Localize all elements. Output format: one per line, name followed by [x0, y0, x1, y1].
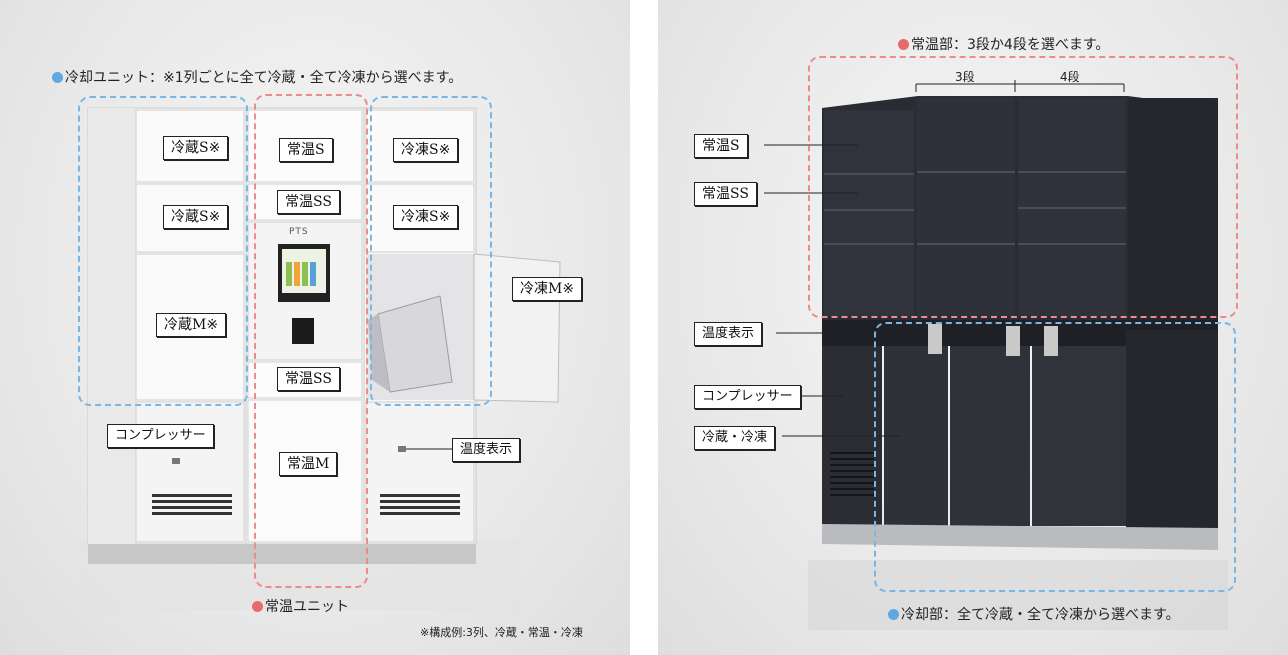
right-product-panel: 常温部：3段か4段を選べます。 3段 4段 常温S 常温SS 温度表示 コンプレ… [658, 0, 1288, 655]
label-ambient-ss: 常温SS [694, 182, 757, 206]
cooling-section-caption: 冷却部：全て冷蔵・全て冷凍から選べます。 [888, 604, 1180, 624]
label-temperature-display: 温度表示 [694, 322, 763, 346]
label-refrigerated-frozen: 冷蔵・冷凍 [694, 426, 776, 450]
ambient-section-caption: 常温部：3段か4段を選べます。 [898, 34, 1109, 54]
cooling-unit-outline-right [370, 96, 492, 406]
configuration-note: ※構成例:3列、冷蔵・常温・冷凍 [420, 626, 583, 639]
upper-ambient-section [822, 96, 1218, 320]
leader-lines [764, 144, 902, 437]
ambient-unit-outline [254, 94, 368, 588]
cooling-section-outline [874, 322, 1236, 592]
label-frozen-m: 冷凍M※ [512, 277, 583, 301]
label-ambient-s: 常温S [694, 134, 748, 158]
label-refrigerated-s-1: 冷蔵S※ [163, 136, 229, 160]
cooling-unit-caption: 冷却ユニット：※1列ごとに全て冷蔵・全て冷凍から選べます。 [52, 67, 462, 87]
cooling-unit-outline-left [78, 96, 248, 406]
ambient-unit-caption: 常温ユニット [252, 596, 349, 616]
label-ambient-m: 常温M [279, 452, 338, 476]
label-frozen-s-2: 冷凍S※ [393, 205, 459, 229]
label-ambient-s: 常温S [279, 138, 333, 162]
label-temperature-display: 温度表示 [452, 438, 521, 462]
brand-logo-text: PTS [289, 227, 309, 237]
red-dot-icon [252, 601, 263, 612]
label-ambient-ss-2: 常温SS [277, 367, 340, 391]
label-refrigerated-m: 冷蔵M※ [156, 313, 227, 337]
right-cabinet-column [363, 107, 561, 545]
label-frozen-s-1: 冷凍S※ [393, 138, 459, 162]
dimension-4-tier: 4段 [1060, 70, 1080, 84]
blue-dot-icon [52, 72, 63, 83]
blue-dot-icon [888, 609, 899, 620]
left-product-panel: 冷却ユニット：※1列ごとに全て冷蔵・全て冷凍から選べます。 冷蔵S※ 冷蔵S※ … [0, 0, 630, 655]
label-compressor: コンプレッサー [694, 385, 801, 409]
label-refrigerated-s-2: 冷蔵S※ [163, 205, 229, 229]
red-dot-icon [898, 39, 909, 50]
dimension-marks [915, 80, 1125, 92]
label-ambient-ss-1: 常温SS [277, 190, 340, 214]
label-compressor: コンプレッサー [107, 424, 214, 448]
dimension-3-tier: 3段 [955, 70, 975, 84]
ambient-section-outline [808, 56, 1238, 318]
middle-cabinet-column [245, 107, 365, 545]
black-locker-illustration [764, 80, 1228, 630]
